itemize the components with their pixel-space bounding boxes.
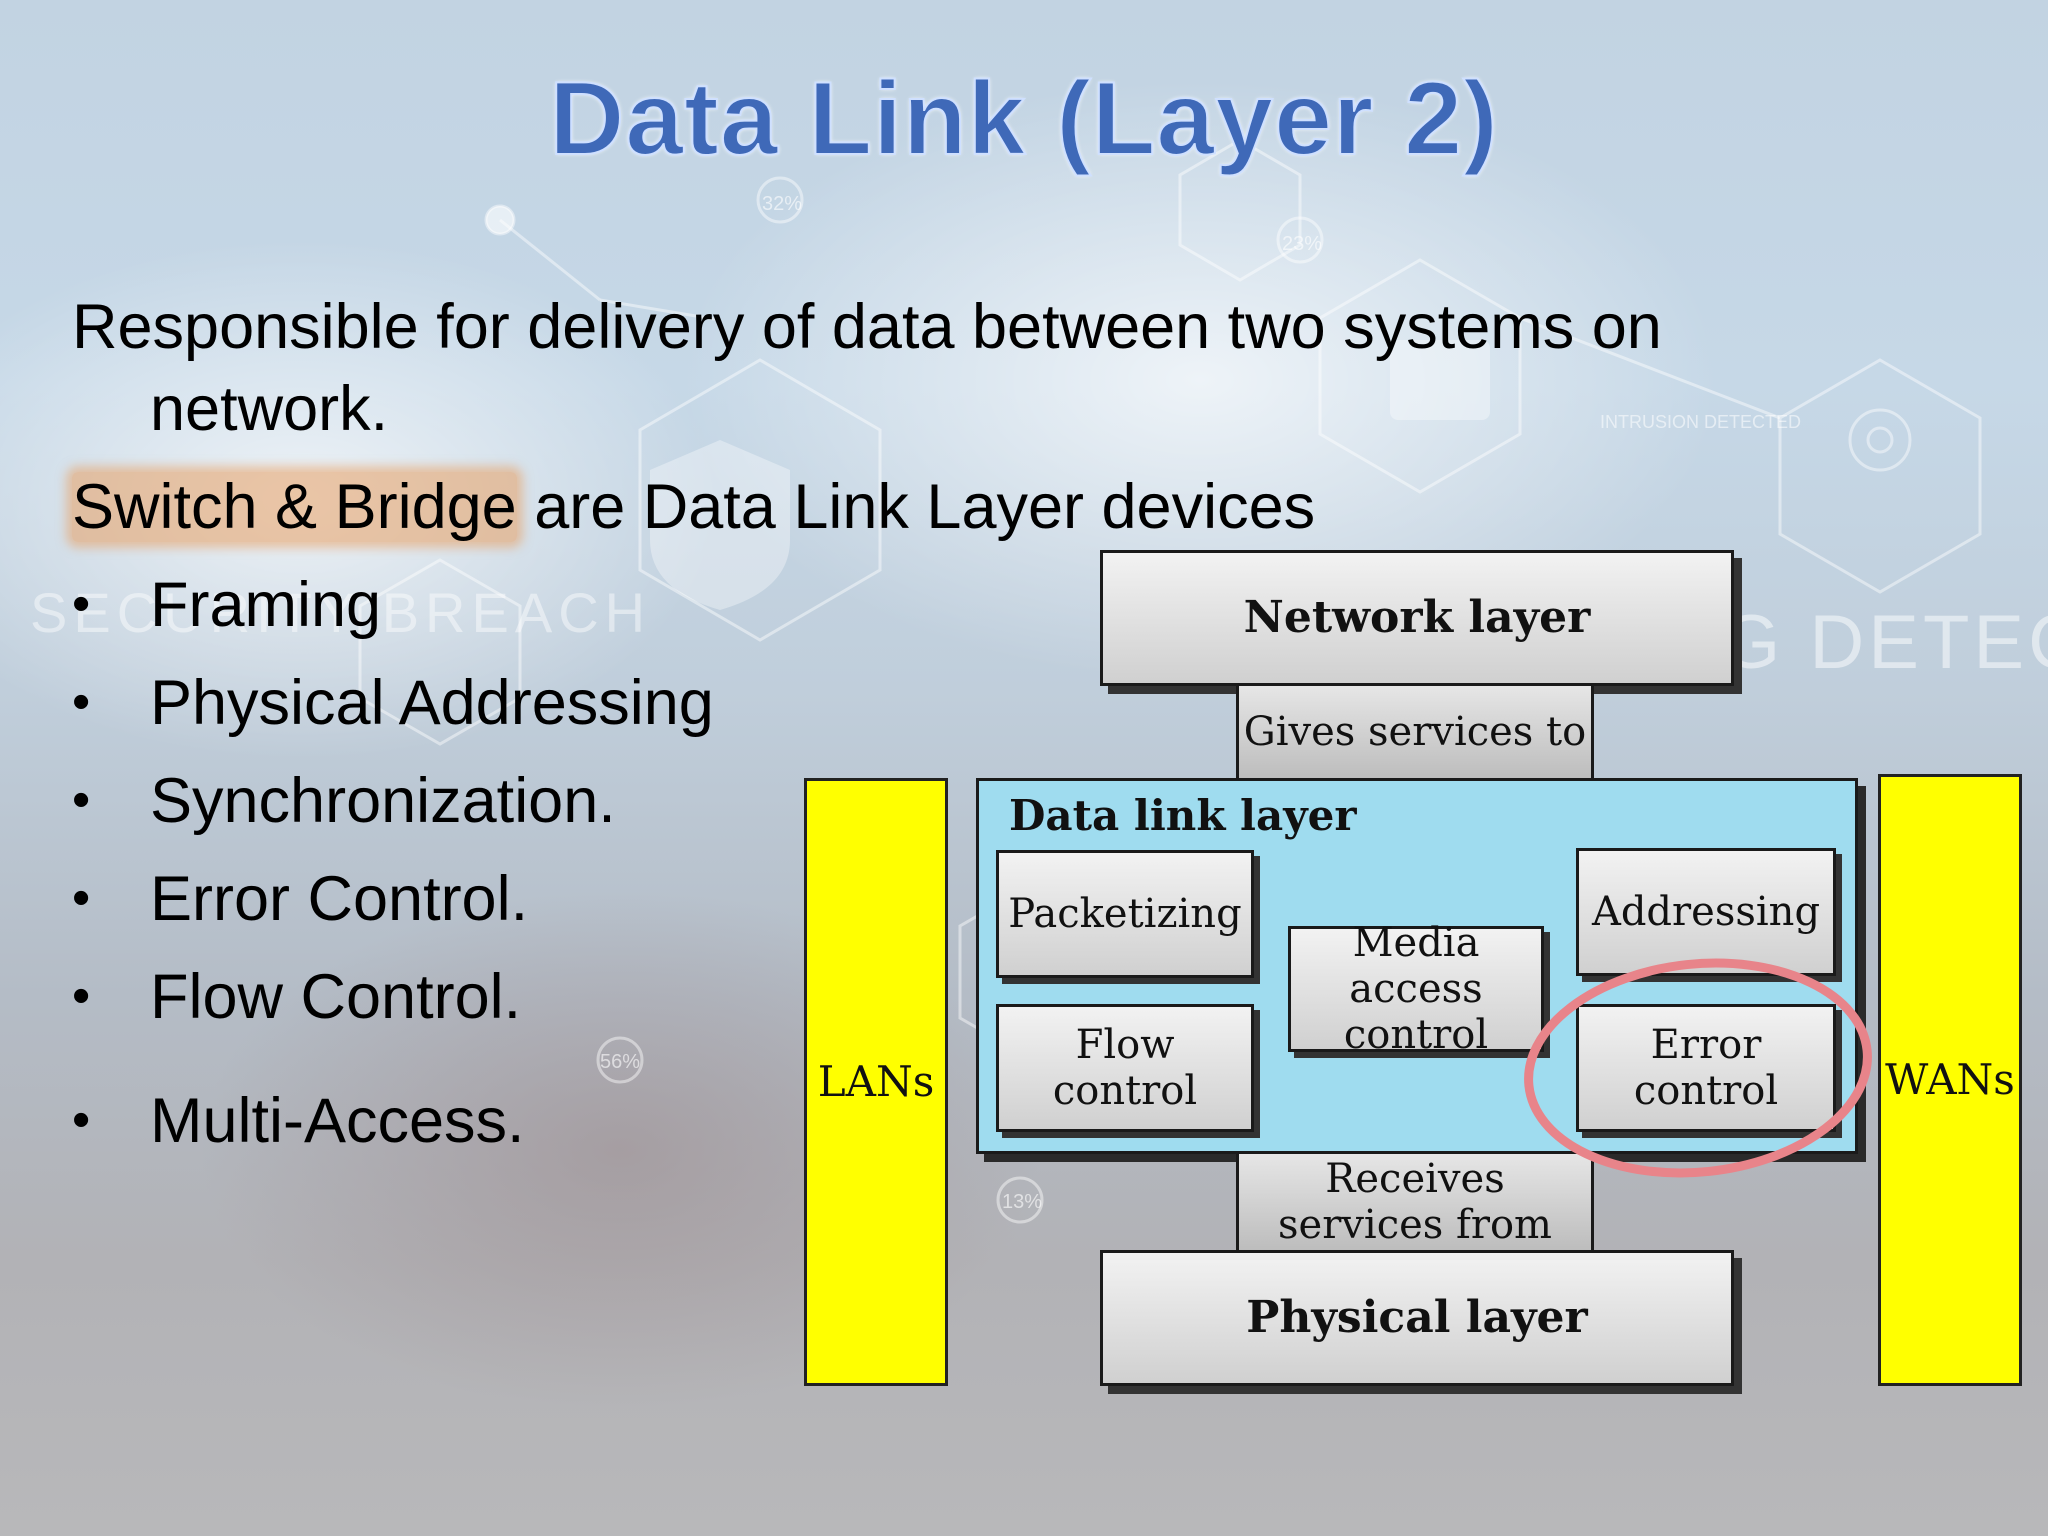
bullet-symbol: •: [72, 869, 91, 927]
watermark-percent-23: 23%: [1282, 233, 1322, 255]
wans-label: WANs: [1885, 1054, 2015, 1104]
watermark-percent-13: 13%: [1002, 1191, 1042, 1213]
error-control-box: Error control: [1576, 1004, 1836, 1132]
receives-services-connector: Receives services from: [1236, 1154, 1594, 1250]
bullet-item: Multi-Access.: [150, 1086, 525, 1156]
gives-services-label: Gives services to: [1243, 709, 1587, 755]
receives-services-label: Receives services from: [1278, 1156, 1552, 1248]
gives-services-connector: Gives services to: [1236, 686, 1594, 778]
data-link-layer-label: Data link layer: [1009, 791, 1357, 840]
addressing-box: Addressing: [1576, 848, 1836, 976]
bullet-symbol: •: [72, 967, 91, 1025]
bullet-symbol: •: [72, 1091, 91, 1149]
devices-line: Switch & Bridge are Data Link Layer devi…: [72, 472, 1315, 542]
flow-control-label: Flow control: [1052, 1022, 1198, 1114]
slide-title: Data Link (Layer 2): [548, 60, 1499, 178]
error-control-circle: [1524, 958, 1872, 1178]
bullet-symbol: •: [72, 673, 91, 731]
watermark-intrusion-detected: INTRUSION DETECTED: [1600, 412, 1801, 432]
watermark-percent-56: 56%: [600, 1051, 640, 1073]
packetizing-label: Packetizing: [1008, 891, 1242, 937]
watermark-percent-32: 32%: [762, 193, 802, 215]
lans-label: LANs: [817, 1056, 935, 1106]
media-access-control-label: Media access control: [1291, 920, 1541, 1058]
wans-bar: WANs: [1878, 774, 2022, 1386]
error-control-label: Error control: [1633, 1022, 1779, 1114]
addressing-label: Addressing: [1591, 889, 1821, 935]
bullet-symbol: •: [72, 771, 91, 829]
bullet-item: Framing: [150, 570, 382, 640]
bullet-item: Flow Control.: [150, 962, 522, 1032]
lans-bar: LANs: [804, 778, 948, 1386]
media-label-line-2: access control: [1343, 966, 1489, 1058]
media-access-control-box: Media access control: [1288, 920, 1544, 1058]
physical-layer-label: Physical layer: [1246, 1291, 1588, 1343]
intro-line-2: network.: [150, 374, 389, 444]
flow-control-box: Flow control: [996, 1004, 1254, 1132]
bullet-item: Error Control.: [150, 864, 529, 934]
network-layer-label: Network layer: [1243, 591, 1591, 643]
devices-rest: are Data Link Layer devices: [516, 472, 1316, 542]
network-layer-box: Network layer: [1100, 550, 1734, 686]
bullet-item: Synchronization.: [150, 766, 616, 836]
bullet-symbol: •: [72, 575, 91, 633]
watermark-security-breach: SECURITY BREACH: [30, 581, 651, 644]
intro-line-1: Responsible for delivery of data between…: [72, 292, 1662, 362]
devices-highlight: Switch & Bridge: [72, 472, 517, 542]
physical-layer-box: Physical layer: [1100, 1250, 1734, 1386]
media-label-line-1: Media: [1352, 920, 1480, 966]
bullet-item: Physical Addressing: [150, 668, 714, 738]
packetizing-box: Packetizing: [996, 850, 1254, 978]
